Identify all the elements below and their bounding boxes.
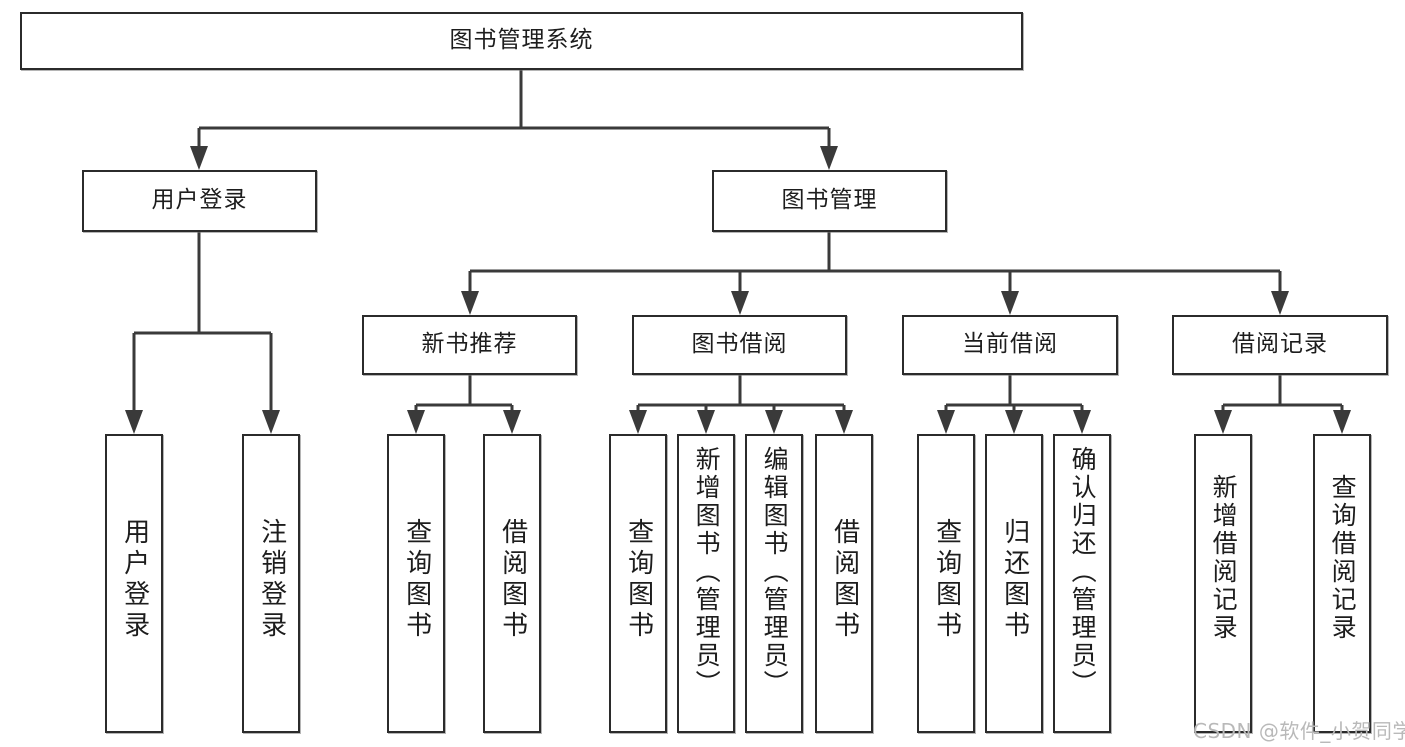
arrow-head	[1333, 410, 1351, 434]
node-leaf-user-login-label: 用户登录	[119, 518, 150, 642]
csdn-watermark: CSDN @软件_小贺同学	[1193, 719, 1405, 743]
arrow-head	[125, 410, 143, 434]
node-leaf-edit-book-label: 编辑图书（管理员）	[760, 446, 790, 698]
arrow-head	[1073, 410, 1091, 434]
node-leaf-query-book-1-label: 查询图书	[401, 518, 432, 642]
node-leaf-borrow-book-1[interactable]: 借阅图书	[483, 434, 541, 733]
node-leaf-query-book-2-label: 查询图书	[623, 518, 654, 642]
node-leaf-add-book-label: 新增图书（管理员）	[692, 446, 722, 698]
arrow-head	[731, 291, 749, 315]
node-borrow-record[interactable]: 借阅记录	[1172, 315, 1388, 375]
node-leaf-query-book-1[interactable]: 查询图书	[387, 434, 445, 733]
node-book-manage-label: 图书管理	[781, 187, 878, 214]
arrow-head	[1001, 291, 1019, 315]
node-leaf-add-record-label: 新增借阅记录	[1209, 474, 1239, 642]
node-leaf-query-book-3-label: 查询图书	[931, 518, 962, 642]
arrow-head	[503, 410, 521, 434]
node-leaf-confirm-return[interactable]: 确认归还（管理员）	[1053, 434, 1111, 733]
node-leaf-query-record[interactable]: 查询借阅记录	[1313, 434, 1371, 733]
node-current-borrow-label: 当前借阅	[962, 331, 1058, 358]
node-root-label: 图书管理系统	[449, 27, 594, 54]
node-leaf-add-book[interactable]: 新增图书（管理员）	[677, 434, 735, 733]
node-leaf-edit-book[interactable]: 编辑图书（管理员）	[745, 434, 803, 733]
node-leaf-query-book-2[interactable]: 查询图书	[609, 434, 667, 733]
arrow-head	[765, 410, 783, 434]
arrow-head	[820, 146, 838, 170]
arrow-head	[461, 291, 479, 315]
node-book-borrow[interactable]: 图书借阅	[632, 315, 847, 375]
arrow-head	[262, 410, 280, 434]
node-leaf-user-logout[interactable]: 注销登录	[242, 434, 300, 733]
node-new-book-rec-label: 新书推荐	[421, 331, 518, 358]
node-leaf-user-login[interactable]: 用户登录	[105, 434, 163, 733]
node-leaf-return-book[interactable]: 归还图书	[985, 434, 1043, 733]
arrow-head	[697, 410, 715, 434]
node-leaf-query-book-3[interactable]: 查询图书	[917, 434, 975, 733]
node-leaf-borrow-book-1-label: 借阅图书	[497, 518, 528, 642]
node-current-borrow[interactable]: 当前借阅	[902, 315, 1118, 375]
node-root[interactable]: 图书管理系统	[20, 12, 1023, 70]
node-leaf-confirm-return-label: 确认归还（管理员）	[1068, 446, 1098, 698]
node-user-login[interactable]: 用户登录	[82, 170, 317, 232]
arrow-head	[407, 410, 425, 434]
arrow-head	[1005, 410, 1023, 434]
arrow-head	[835, 410, 853, 434]
node-leaf-borrow-book-2-label: 借阅图书	[829, 518, 860, 642]
node-leaf-add-record[interactable]: 新增借阅记录	[1194, 434, 1252, 733]
node-book-borrow-label: 图书借阅	[691, 331, 788, 358]
node-leaf-user-logout-label: 注销登录	[256, 518, 287, 642]
arrow-head	[629, 410, 647, 434]
node-leaf-query-record-label: 查询借阅记录	[1328, 474, 1358, 642]
arrow-head	[1271, 291, 1289, 315]
node-book-manage[interactable]: 图书管理	[712, 170, 947, 232]
arrow-head	[190, 146, 208, 170]
arrow-head	[1214, 410, 1232, 434]
arrow-head	[937, 410, 955, 434]
node-leaf-return-book-label: 归还图书	[999, 518, 1030, 642]
node-new-book-rec[interactable]: 新书推荐	[362, 315, 577, 375]
node-borrow-record-label: 借阅记录	[1232, 331, 1328, 358]
node-leaf-borrow-book-2[interactable]: 借阅图书	[815, 434, 873, 733]
node-user-login-label: 用户登录	[151, 187, 248, 214]
